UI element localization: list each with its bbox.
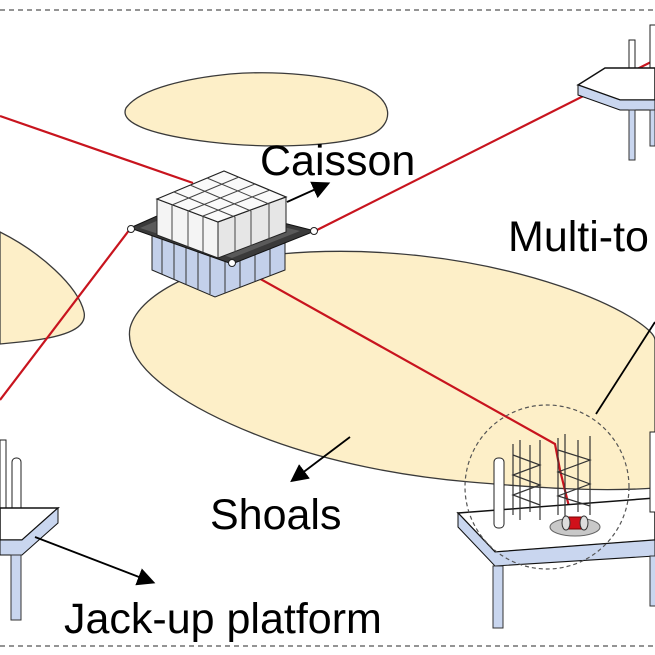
caisson-top-face xyxy=(155,170,288,223)
multi-tower-label: Multi-to xyxy=(508,213,649,261)
shoals-arrow xyxy=(290,436,351,483)
caisson-base-columns xyxy=(161,238,271,294)
shoal-top xyxy=(124,72,389,147)
lattice-towers xyxy=(511,434,592,520)
cable-top-left xyxy=(0,114,194,185)
shoals xyxy=(0,72,655,491)
shoal-left xyxy=(0,231,85,345)
multi-tower-platform xyxy=(456,404,655,629)
cable-left-down xyxy=(0,228,131,401)
caisson-lug-right xyxy=(310,227,318,235)
caisson-arrow xyxy=(286,181,331,203)
jackup-deck-side xyxy=(0,506,59,556)
multi-deck-side xyxy=(457,511,655,567)
top-right-platform xyxy=(576,24,655,161)
detail-circle xyxy=(464,404,630,570)
multi-leg-left xyxy=(492,565,504,629)
caisson-lug-left xyxy=(127,225,135,233)
caisson xyxy=(127,170,318,298)
jackup-leg xyxy=(10,554,22,621)
jackup-platform-label: Jack-up platform xyxy=(64,595,382,643)
caisson-lug-front xyxy=(228,259,236,267)
jackup-arrow xyxy=(34,536,156,586)
caisson-cell-grid xyxy=(171,176,271,252)
multi-leg-right xyxy=(649,555,655,607)
shoals-label: Shoals xyxy=(210,491,342,539)
top-right-leg xyxy=(628,109,636,161)
caisson-label: Caisson xyxy=(260,137,416,185)
jackup-platform xyxy=(0,439,60,621)
multi-tower-pointer xyxy=(595,321,655,415)
